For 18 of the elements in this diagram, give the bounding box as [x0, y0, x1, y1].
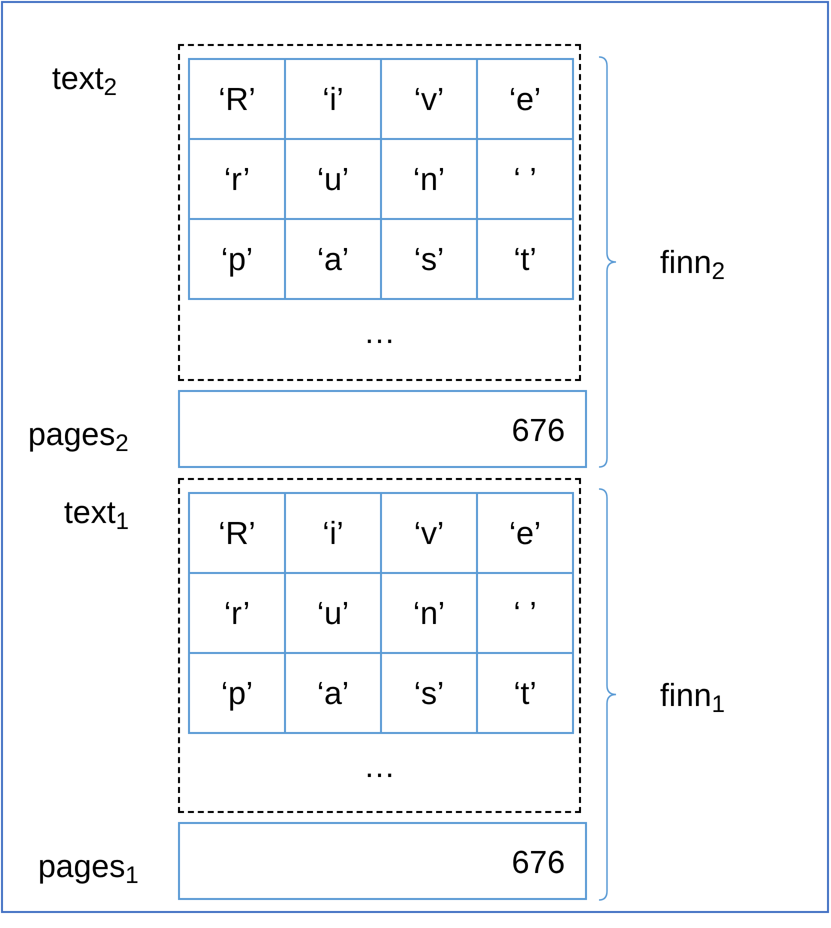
array-cell: ‘R’ [188, 492, 286, 574]
array-cell: ‘p’ [188, 652, 286, 734]
array-cell: ‘R’ [188, 58, 286, 140]
ellipsis: … [362, 747, 396, 786]
value-text: 676 [512, 843, 565, 882]
array-cell: ‘e’ [476, 58, 574, 140]
group-label: finn$_{1}$ [660, 676, 725, 718]
variable-name: text$_{1}$ [64, 493, 129, 536]
value-text: 676 [512, 411, 565, 450]
ellipsis: … [362, 313, 396, 352]
variable-name: pages$_{2}$ [28, 415, 129, 458]
array-cell: ‘t’ [476, 218, 574, 300]
variable-name: text$_{2}$ [52, 59, 117, 102]
array-cell: ‘p’ [188, 218, 286, 300]
array-cell: ‘t’ [476, 652, 574, 734]
array-cell: ‘e’ [476, 492, 574, 574]
group-label: finn$_{2}$ [660, 243, 725, 286]
variable-name: pages$_{1}$ [38, 847, 139, 890]
